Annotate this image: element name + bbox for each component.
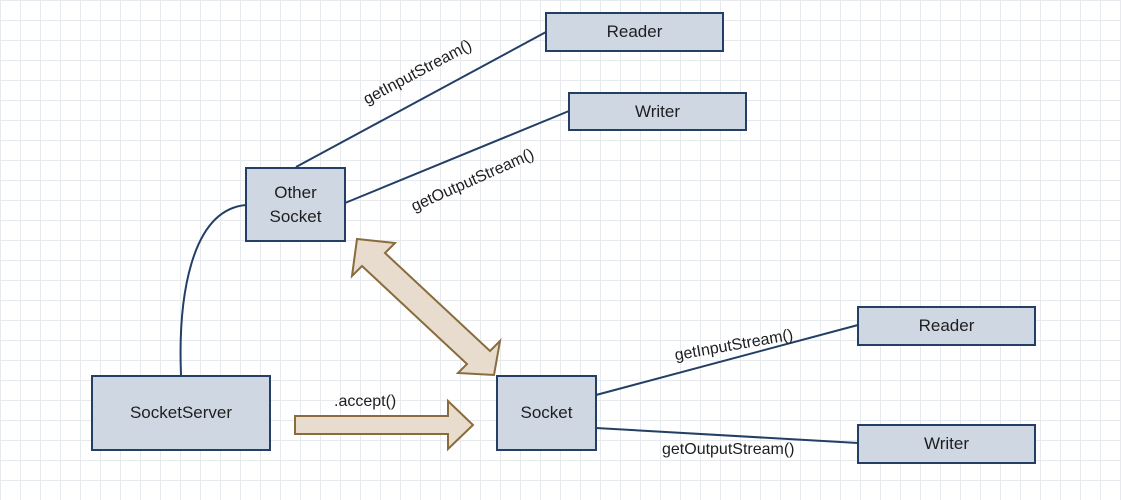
connector-socketserver-other-socket xyxy=(179,204,247,376)
socket-server-box[interactable]: SocketServer xyxy=(91,375,271,451)
connector-socket-reader xyxy=(595,324,859,396)
connector-socket-writer xyxy=(595,427,859,444)
label-get-output-stream-bottom: getOutputStream() xyxy=(662,441,795,458)
double-arrow xyxy=(350,237,502,377)
other-socket-box[interactable]: Other Socket xyxy=(245,167,346,242)
accept-arrow xyxy=(294,398,475,452)
reader-bottom-box[interactable]: Reader xyxy=(857,306,1036,346)
writer-top-box[interactable]: Writer xyxy=(568,92,747,131)
connector-other-socket-writer xyxy=(344,110,570,204)
socket-box[interactable]: Socket xyxy=(496,375,597,451)
label-accept: .accept() xyxy=(334,393,397,410)
writer-bottom-box[interactable]: Writer xyxy=(857,424,1036,464)
reader-top-box[interactable]: Reader xyxy=(545,12,724,52)
connector-other-socket-reader xyxy=(295,31,547,168)
